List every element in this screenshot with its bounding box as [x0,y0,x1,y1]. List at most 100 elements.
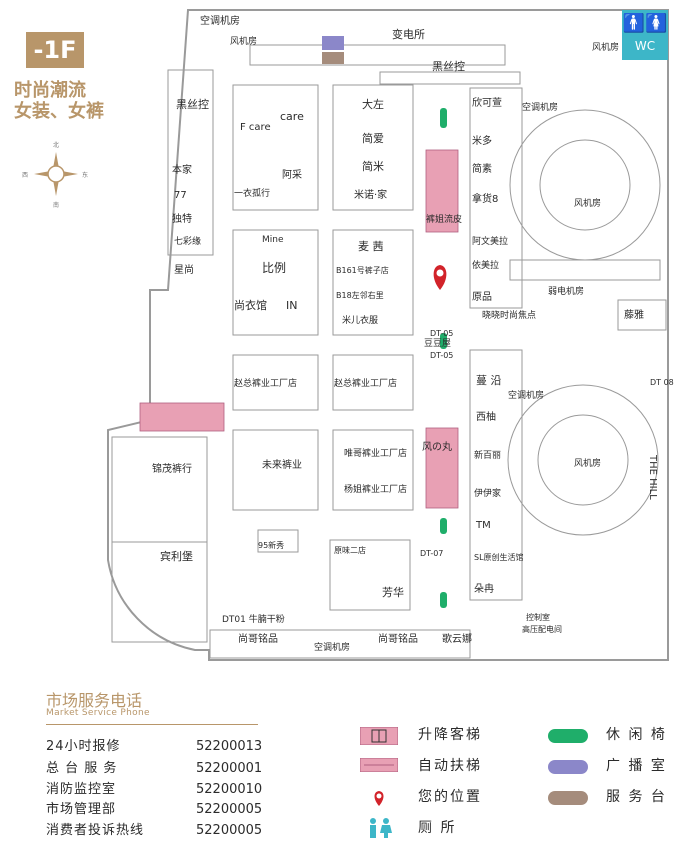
broadcast-room-icon [548,760,588,774]
compass-south: 南 [53,202,60,209]
store-sl: SL原创生活馆 [474,552,524,562]
legend-broadcast: 广 播 室 [548,753,678,779]
store-kushen: 裤姐流皮 [426,213,462,225]
phone-name: 消费者投诉热线 [46,823,145,838]
store-natebaba: 拿货8 [472,192,498,205]
store-zhao1: 赵总裤业工厂店 [234,377,297,389]
store-miduo: 米多 [472,134,492,147]
compass-west: 西 [22,172,29,179]
elevator-shapes [425,149,459,509]
phone-name: 24小时报修 [46,739,121,754]
store-yijia: 伊伊家 [474,487,501,499]
store-jianguan: 简素 [472,162,492,175]
store-yuanpin: 原品 [472,291,492,303]
store-fengwan: 风の丸 [422,440,452,453]
store-manyan: 蔓 沿 [476,373,502,387]
toilet-icon: 🚹🚺 [622,13,668,34]
service-desk-icon [548,791,588,805]
store-weilai: 未来裤业 [262,458,302,471]
legend-toilet-label: 厕 所 [418,820,457,836]
store-jianmi: 简米 [362,159,384,173]
service-divider [46,724,258,725]
phone-row: 消防监控室 52200010 [46,780,306,800]
store-jinmao: 锦茂裤行 [152,462,192,475]
label-control-room: 控制室 [526,612,550,622]
compass-icon: 北 南 东 西 [22,142,88,209]
location-pin-icon [374,791,384,806]
floor-title-line2: 女装、女裤 [14,101,104,122]
store-xingshang: 星尚 [174,263,194,276]
store-95: 95新秀 [258,540,284,550]
store-yangjie: 杨姐裤业工厂店 [344,483,407,495]
store-heisi-left: 黑丝控 [176,97,209,111]
store-ayi: 阿采 [282,169,302,181]
store-duorong: 朵冉 [474,582,494,595]
label-entrance: DT01 牛腩干粉 [222,613,285,625]
service-desk-shape [322,52,344,64]
compass-north: 北 [53,142,60,149]
store-yiyi: 一衣孤行 [234,187,270,199]
legend-bench-label: 休 闲 椅 [606,727,667,743]
store-awenmeila: 阿文美拉 [472,235,508,247]
wc-label: WC [634,39,656,53]
store-geyunna: 歌云娜 [442,632,472,645]
legend-location: 您的位置 [360,784,520,810]
broadcast-room-shape [322,36,344,50]
service-subtitle: Market Service Phone [46,708,150,718]
phone-number: 52200013 [196,739,263,754]
label-aircon-bottom: 空调机房 [314,641,350,653]
label-the-hill: THE HILL [647,454,658,500]
phone-name: 市场管理部 [46,802,117,817]
store-mine: Mine [262,235,284,245]
legend-toilet: 厕 所 [360,815,520,841]
store-fanghua: 芳华 [382,585,404,599]
label-dt05b: DT-05 [430,351,453,360]
compass-east: 东 [82,172,89,179]
label-heisi-top: 黑丝控 [432,59,465,73]
bench-shapes [440,108,447,608]
floor-badge: -1F [26,32,84,68]
store-tm: TM [475,520,491,531]
store-yuanzhu: 原味二店 [334,545,366,555]
store-bili: 比例 [262,261,286,275]
store-shangge2: 尚哥铭品 [378,632,418,645]
label-hv-room: 高压配电间 [522,624,562,634]
wc-badge: 🚹🚺 WC [622,10,668,60]
legend-bench: 休 闲 椅 [548,722,678,748]
store-xinkexuan: 欣可萱 [472,96,502,109]
store-care: care [280,110,304,123]
store-maiqian: 麦 茜 [358,240,384,253]
label-dt08: DT 08 [650,378,674,387]
legend-location-label: 您的位置 [418,789,482,805]
bench-icon [548,729,588,743]
store-yimei: 依美拉 [472,259,499,271]
label-power-room: 变电所 [392,27,425,41]
service-title: 市场服务电话 [46,691,143,710]
store-binli: 宾利堡 [160,549,193,563]
toilet-icon [370,818,392,838]
phone-name: 总 台 服 务 [46,761,118,776]
store-xinbaili: 新百丽 [474,449,501,461]
label-dt07: DT-07 [420,549,443,558]
store-benjia: 本家 [172,163,192,176]
label-fan-room-left: 风机房 [230,35,257,47]
floor-title: 时尚潮流 女装、女裤 [14,80,104,122]
label-weak-power: 弱电机房 [548,285,584,297]
phone-number: 52200010 [196,782,263,797]
legend-escalator: 自动扶梯 [360,753,520,779]
store-weige: 唯哥裤业工厂店 [344,447,407,459]
legend-broadcast-label: 广 播 室 [606,758,667,774]
store-b18: B18左邻右里 [336,290,384,300]
escalator-icon [360,758,398,772]
label-fan-room-rot2: 风机房 [574,457,601,469]
label-fan-room-rot1: 风机房 [574,197,601,209]
store-in: IN [286,299,297,312]
legend-escalator-label: 自动扶梯 [418,758,482,774]
label-aircon-mid: 空调机房 [508,389,544,401]
legend-service-label: 服 务 台 [606,789,667,805]
phone-name: 消防监控室 [46,782,117,797]
legend-elevator-label: 升降客梯 [418,727,482,743]
store-shangyiguan: 尚衣馆 [234,298,267,312]
